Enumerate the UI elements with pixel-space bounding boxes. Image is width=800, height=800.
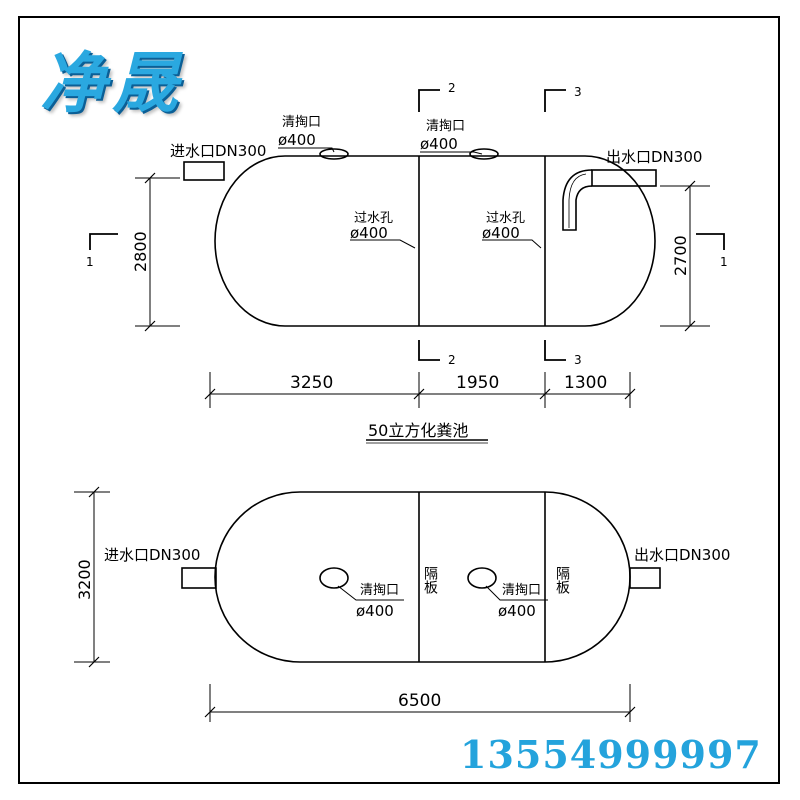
- elevation-height-right: 2700: [671, 235, 690, 276]
- elevation-cleanout-lid-2: [469, 148, 499, 160]
- elevation-cleanout-size-2: ø400: [420, 135, 458, 153]
- section-label-2-bottom: 2: [448, 353, 456, 367]
- dim-1950: 1950: [456, 373, 499, 393]
- elevation-hole-size-1: ø400: [350, 224, 388, 242]
- elevation-hole-label-1: 过水孔: [354, 211, 393, 226]
- section-mark-2-top: [418, 89, 440, 112]
- plan-outlet-label: 出水口DN300: [634, 546, 730, 564]
- plan-cleanout-size-2: ø400: [498, 602, 536, 620]
- elevation-inlet-label: 进水口DN300: [170, 142, 266, 160]
- section-label-3-top: 3: [574, 85, 582, 99]
- elevation-hole-label-2: 过水孔: [486, 211, 525, 226]
- plan-outlet-pipe: [629, 567, 661, 589]
- section-label-1-right: 1: [720, 255, 728, 269]
- brand-logo: 净晟: [40, 44, 184, 122]
- elevation-height-left: 2800: [131, 231, 150, 272]
- section-label-1-left: 1: [86, 255, 94, 269]
- drawing-frame: [18, 16, 780, 784]
- elevation-inlet-pipe: [183, 161, 225, 181]
- plan-partition-label-2: 隔板: [554, 566, 570, 594]
- elevation-cleanout-size-1: ø400: [278, 131, 316, 149]
- section-mark-3-bottom: [544, 340, 566, 361]
- elevation-tank-body: [214, 155, 656, 327]
- section-mark-1-left: [89, 233, 118, 250]
- plan-view: [74, 486, 661, 722]
- plan-partition-label-1: 隔板: [422, 566, 438, 594]
- plan-inlet-pipe: [181, 567, 217, 589]
- leader-cleanout-1: [278, 147, 335, 153]
- section-mark-3-top: [544, 89, 566, 112]
- leader-hole-2: [482, 239, 542, 249]
- elevation-outlet-pipe: [591, 169, 657, 187]
- section-label-3-bottom: 3: [574, 353, 582, 367]
- elevation-hole-size-2: ø400: [482, 224, 520, 242]
- elevation-outlet-label: 出水口DN300: [606, 148, 702, 166]
- phone-number: 13554999997: [460, 732, 762, 777]
- plan-cleanout-label-1: 清掏口: [360, 582, 399, 598]
- plan-inlet-label: 进水口DN300: [104, 546, 200, 564]
- elevation-cleanout-label-2: 清掏口: [426, 118, 465, 134]
- elevation-outlet-bend: [562, 169, 593, 231]
- section-mark-2-bottom: [418, 340, 440, 361]
- elevation-cleanout-label-1: 清掏口: [282, 114, 321, 130]
- dim-3250: 3250: [290, 373, 333, 393]
- section-mark-1-right: [696, 233, 725, 250]
- section-label-2-top: 2: [448, 81, 456, 95]
- elevation-view: [89, 89, 725, 444]
- leader-hole-1: [350, 239, 416, 249]
- drawing-title: 50立方化粪池: [368, 421, 468, 440]
- plan-height-dim: 3200: [75, 559, 94, 600]
- plan-cleanout-1: [319, 567, 349, 589]
- plan-length-dim: 6500: [398, 691, 441, 711]
- plan-cleanout-2: [467, 567, 497, 589]
- plan-cleanout-size-1: ø400: [356, 602, 394, 620]
- elevation-cleanout-lid-1: [319, 148, 349, 160]
- leader-cleanout-2: [420, 151, 483, 155]
- plan-labels: 进水口DN300 出水口DN300 清掏口 ø400 清掏口 ø400 隔板 隔…: [75, 546, 730, 711]
- dim-1300: 1300: [564, 373, 607, 393]
- plan-cleanout-label-2: 清掏口: [502, 582, 541, 598]
- elevation-labels: 进水口DN300 出水口DN300 清掏口 ø400 清掏口 ø400 过水孔 …: [86, 81, 728, 440]
